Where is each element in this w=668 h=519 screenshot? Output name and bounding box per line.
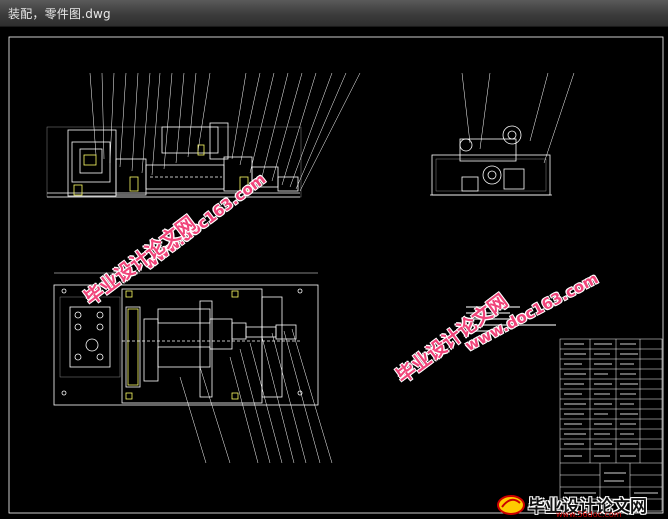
brand-name: 毕业设计论文网 (528, 497, 647, 517)
leaders-plan (179, 328, 333, 464)
drawing-frame (8, 36, 664, 514)
notes (466, 306, 556, 332)
brand-url: www.56doc.com (556, 510, 622, 519)
plan-view (53, 272, 319, 406)
title-block-text (564, 343, 658, 494)
title-bar: 装配，零件图.dwg (0, 0, 668, 27)
leaders-side (461, 72, 575, 164)
site-branding: 毕业设计论文网 www.56doc.com (496, 493, 664, 519)
front-view (46, 122, 302, 198)
drawing-canvas[interactable]: www.doc163.com 毕业设计论文网 www.doc163.com 毕业… (0, 27, 668, 519)
window-title: 装配，零件图.dwg (8, 7, 111, 21)
side-view (430, 125, 552, 196)
title-block (559, 338, 663, 512)
leaders-front (89, 72, 361, 192)
logo-icon (497, 495, 525, 515)
cad-drawing (8, 36, 664, 514)
